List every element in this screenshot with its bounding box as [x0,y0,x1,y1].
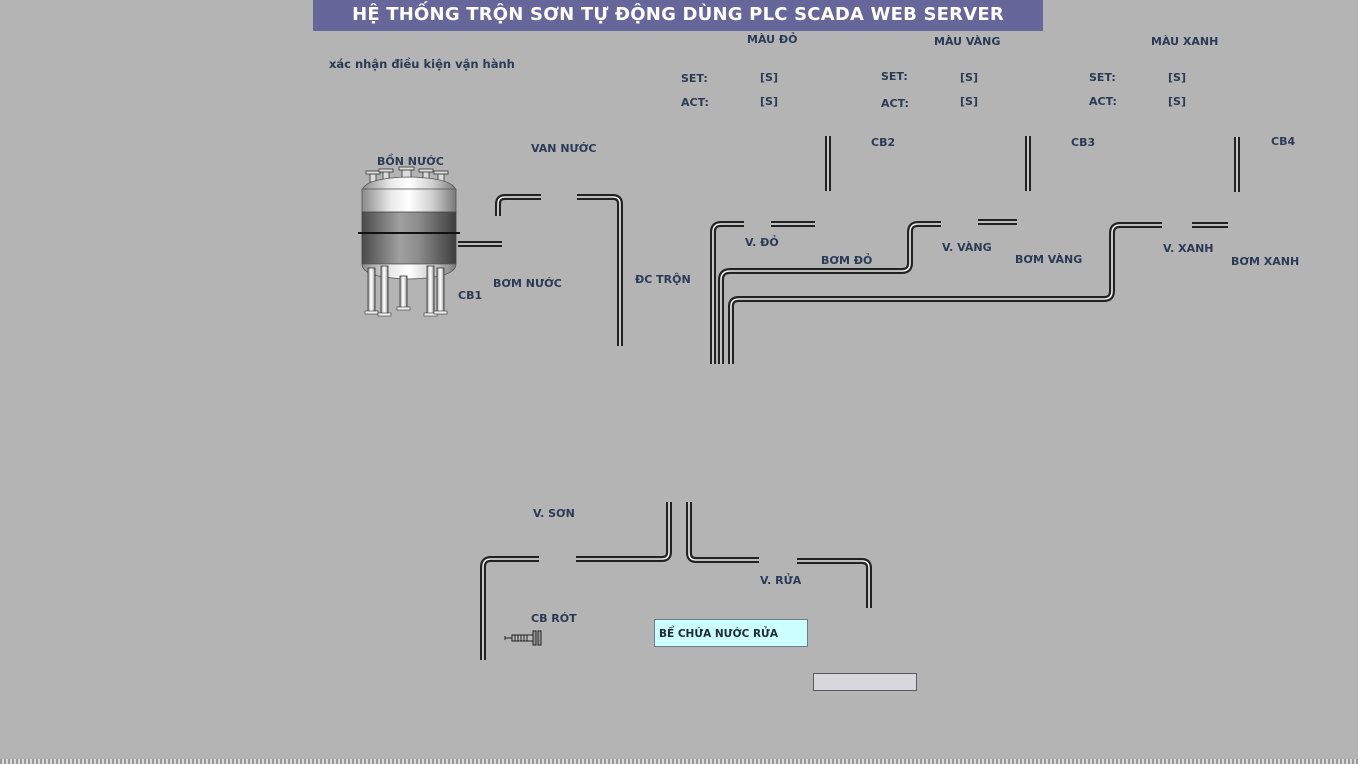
panel-red-title: MÀU ĐỎ [747,33,798,46]
cb4-label: CB4 [1271,135,1296,148]
panel-red-set-label: SET: [681,72,708,85]
page-title: HỆ THỐNG TRỘN SƠN TỰ ĐỘNG DÙNG PLC SCADA… [313,0,1043,31]
panel-yellow-set-label: SET: [881,70,908,83]
valve-blue-label[interactable]: V. XANH [1163,242,1214,255]
pump-blue-label[interactable]: BƠM XANH [1231,255,1300,268]
cb2-label: CB2 [871,136,896,149]
cb1-label: CB1 [458,289,483,302]
water-valve-label[interactable]: VAN NƯỚC [531,142,597,155]
panel-red-act-value: [S] [760,95,778,108]
panel-yellow-title: MÀU VÀNG [934,35,1001,48]
pump-yellow-label[interactable]: BƠM VÀNG [1015,253,1083,266]
wash-tank-label: BỂ CHỨA NƯỚC RỬA [659,628,778,640]
confirm-conditions-label[interactable]: xác nhận điều kiện vận hành [329,57,515,71]
mixer-motor-label[interactable]: ĐC TRỘN [635,273,691,286]
water-valve-pipe [495,194,623,346]
panel-yellow-act-label: ACT: [881,97,909,110]
valve-yellow-label[interactable]: V. VÀNG [942,241,992,254]
pump-red-label[interactable]: BƠM ĐỎ [821,254,873,267]
panel-red-act-label: ACT: [681,96,709,109]
water-tank-label: BỒN NƯỚC [377,155,444,168]
wash-tank-box: BỂ CHỨA NƯỚC RỬA [654,619,808,647]
panel-blue-set-value[interactable]: [S] [1168,71,1186,84]
panel-blue-set-label: SET: [1089,71,1116,84]
panel-yellow-act-value: [S] [960,95,978,108]
cb-pour-label: CB RÓT [531,612,577,625]
valve-red-label[interactable]: V. ĐỎ [745,236,779,249]
panel-blue-title: MÀU XANH [1151,35,1219,48]
water-pump-label[interactable]: BƠM NƯỚC [493,277,562,290]
valve-wash-label[interactable]: V. RỬA [760,574,802,587]
water-tank-icon [358,166,460,317]
panel-blue-act-value: [S] [1168,95,1186,108]
panel-blue-act-label: ACT: [1089,95,1117,108]
bottom-border [0,759,1358,764]
panel-yellow-set-value[interactable]: [S] [960,71,978,84]
cb3-label: CB3 [1071,136,1096,149]
valve-paint-label[interactable]: V. SƠN [533,507,575,520]
proximity-sensor-icon [504,630,542,646]
value-input-field[interactable] [813,673,917,691]
panel-red-set-value[interactable]: [S] [760,71,778,84]
